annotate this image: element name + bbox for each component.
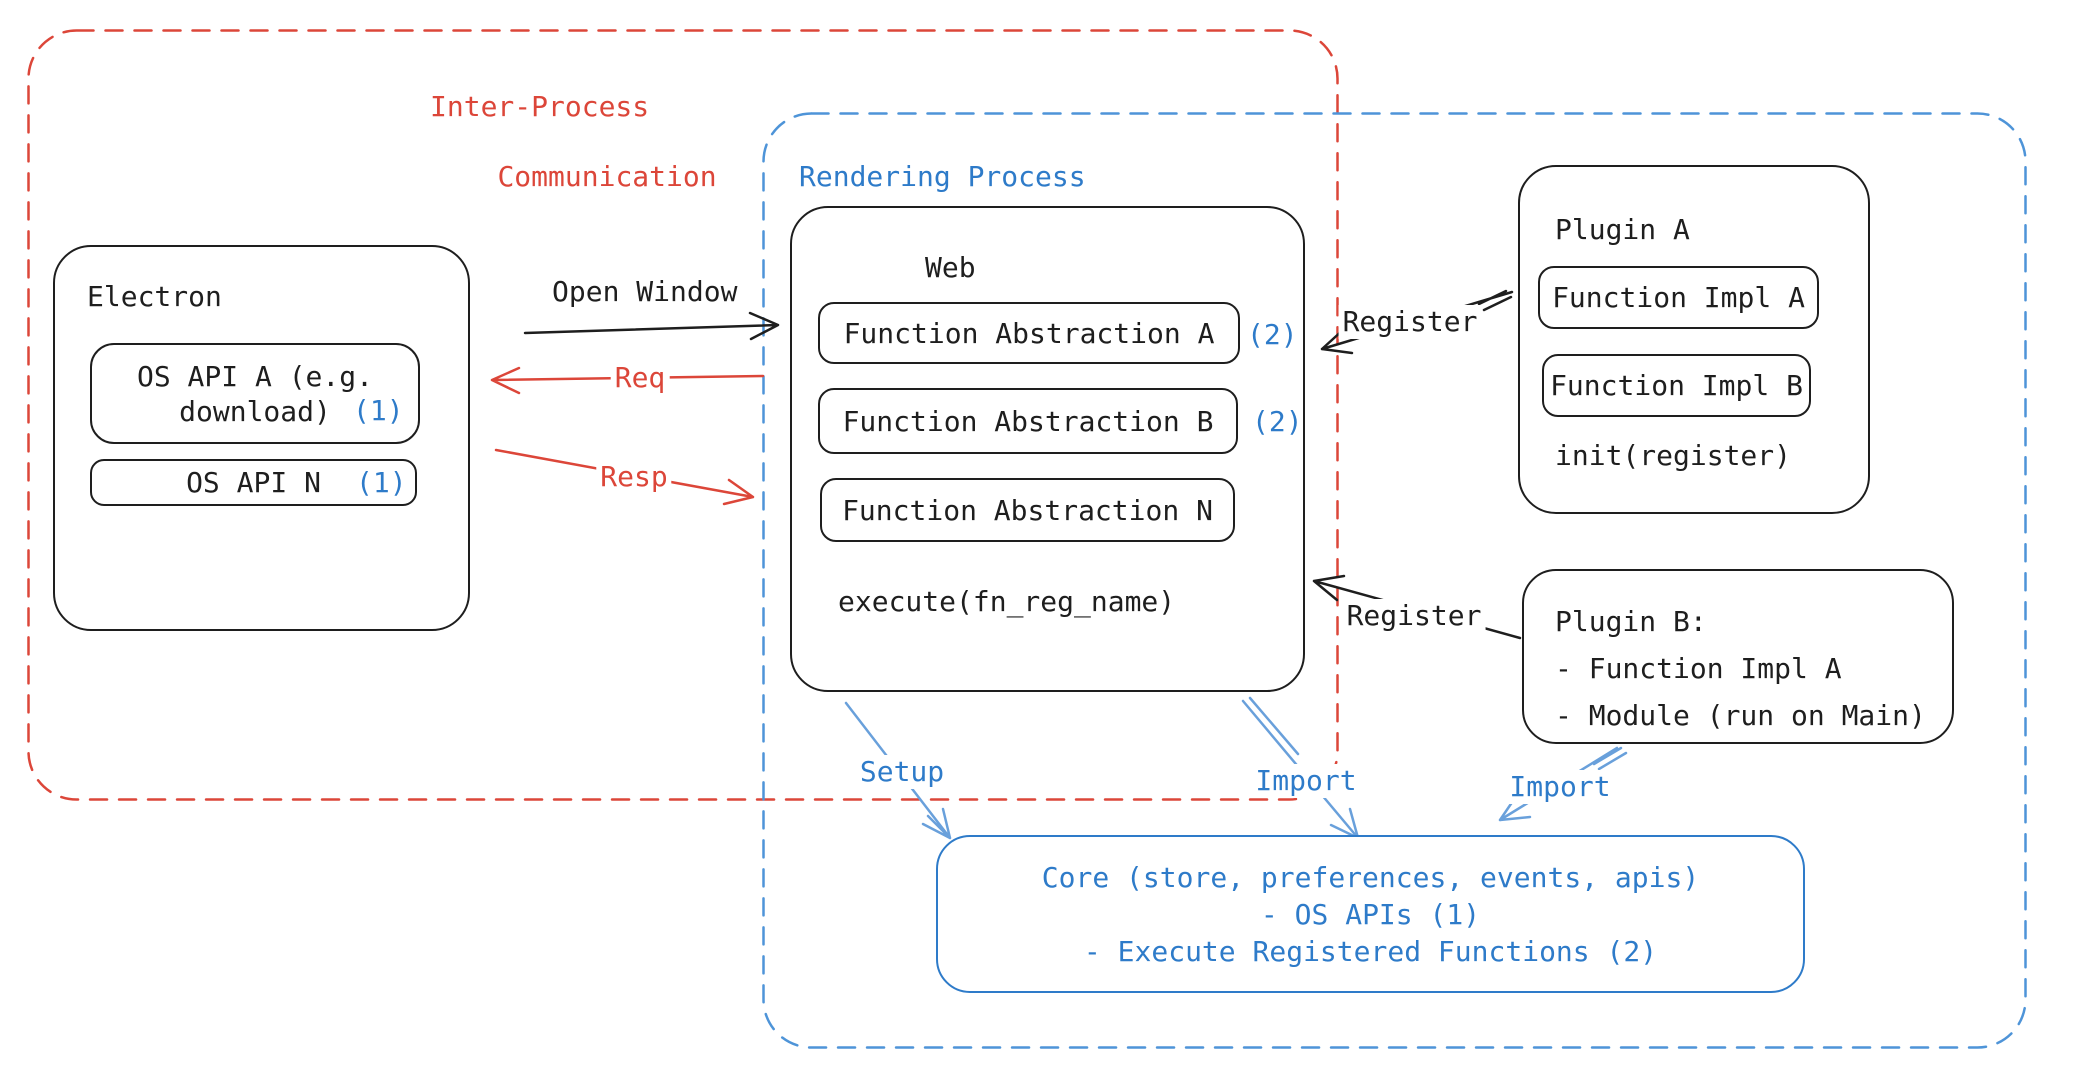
req-label: Req [610,361,670,395]
import-plugin-label: Import [1505,770,1615,804]
core-text: Core (store, preferences, events, apis)-… [938,837,1803,991]
function-abstraction-n-box: Function Abstraction N [820,478,1235,542]
execute-label: execute(fn_reg_name) [838,585,1176,618]
core-box: Core (store, preferences, events, apis)-… [936,835,1805,993]
plugin-b-text: Plugin B: - Function Impl A - Module (run … [1555,598,1926,739]
ipc-title: Inter-Process Communication [430,89,717,229]
function-abstraction-b-badge: (2) [1252,405,1303,438]
core-item-2: - Execute Registered Functions (2) [1083,934,1658,968]
function-impl-b-box: Function Impl B [1542,354,1811,417]
os-api-n-box: OS API N [90,459,417,506]
plugin-b-item-1: - Function Impl A [1555,652,1842,685]
os-api-n-label: OS API N [186,466,321,499]
function-impl-b-label: Function Impl B [1550,369,1803,402]
electron-title: Electron [87,280,222,313]
function-impl-a-label: Function Impl A [1552,281,1805,314]
os-api-a-badge: (1) [353,394,404,427]
core-title: Core (store, preferences, events, apis) [1041,860,1700,894]
web-title: Web [925,251,976,284]
os-api-a-line1: OS API A (e.g. [136,359,373,393]
plugin-b-title: Plugin B: [1555,605,1707,638]
resp-label: Resp [596,460,672,494]
rendering-process-title: Rendering Process [799,160,1086,193]
import-web-label: Import [1251,764,1361,798]
plugin-a-title: Plugin A [1555,213,1690,246]
function-abstraction-a-badge: (2) [1247,318,1298,351]
open-window-arrow [523,311,780,341]
function-abstraction-b-box: Function Abstraction B [818,388,1238,454]
plugin-a-box [1518,165,1870,514]
function-abstraction-n-label: Function Abstraction N [842,493,1213,527]
function-abstraction-a-label: Function Abstraction A [843,316,1215,350]
function-abstraction-a-box: Function Abstraction A [818,302,1240,364]
plugin-b-item-2: - Module (run on Main) [1555,699,1926,732]
os-api-a-box: OS API A (e.g. download) [90,343,420,444]
os-api-n-badge: (1) [356,466,407,499]
ipc-boundary [27,29,1339,801]
function-impl-a-box: Function Impl A [1538,266,1819,329]
plugin-a-init-label: init(register) [1555,439,1792,472]
plugin-b-box: Plugin B: - Function Impl A - Module (run … [1522,569,1954,744]
function-abstraction-b-label: Function Abstraction B [842,404,1214,438]
setup-label: Setup [855,755,949,789]
register-bottom-label: Register [1342,599,1486,633]
ipc-title-line1: Inter-Process [430,90,650,123]
rendering-boundary [762,112,2027,1049]
os-api-a-line2: download) [179,394,331,428]
open-window-label: Open Window [552,275,738,308]
core-item-1: - OS APIs (1) [1260,897,1481,931]
register-top-label: Register [1338,305,1482,339]
ipc-title-line2: Communication [497,160,717,193]
